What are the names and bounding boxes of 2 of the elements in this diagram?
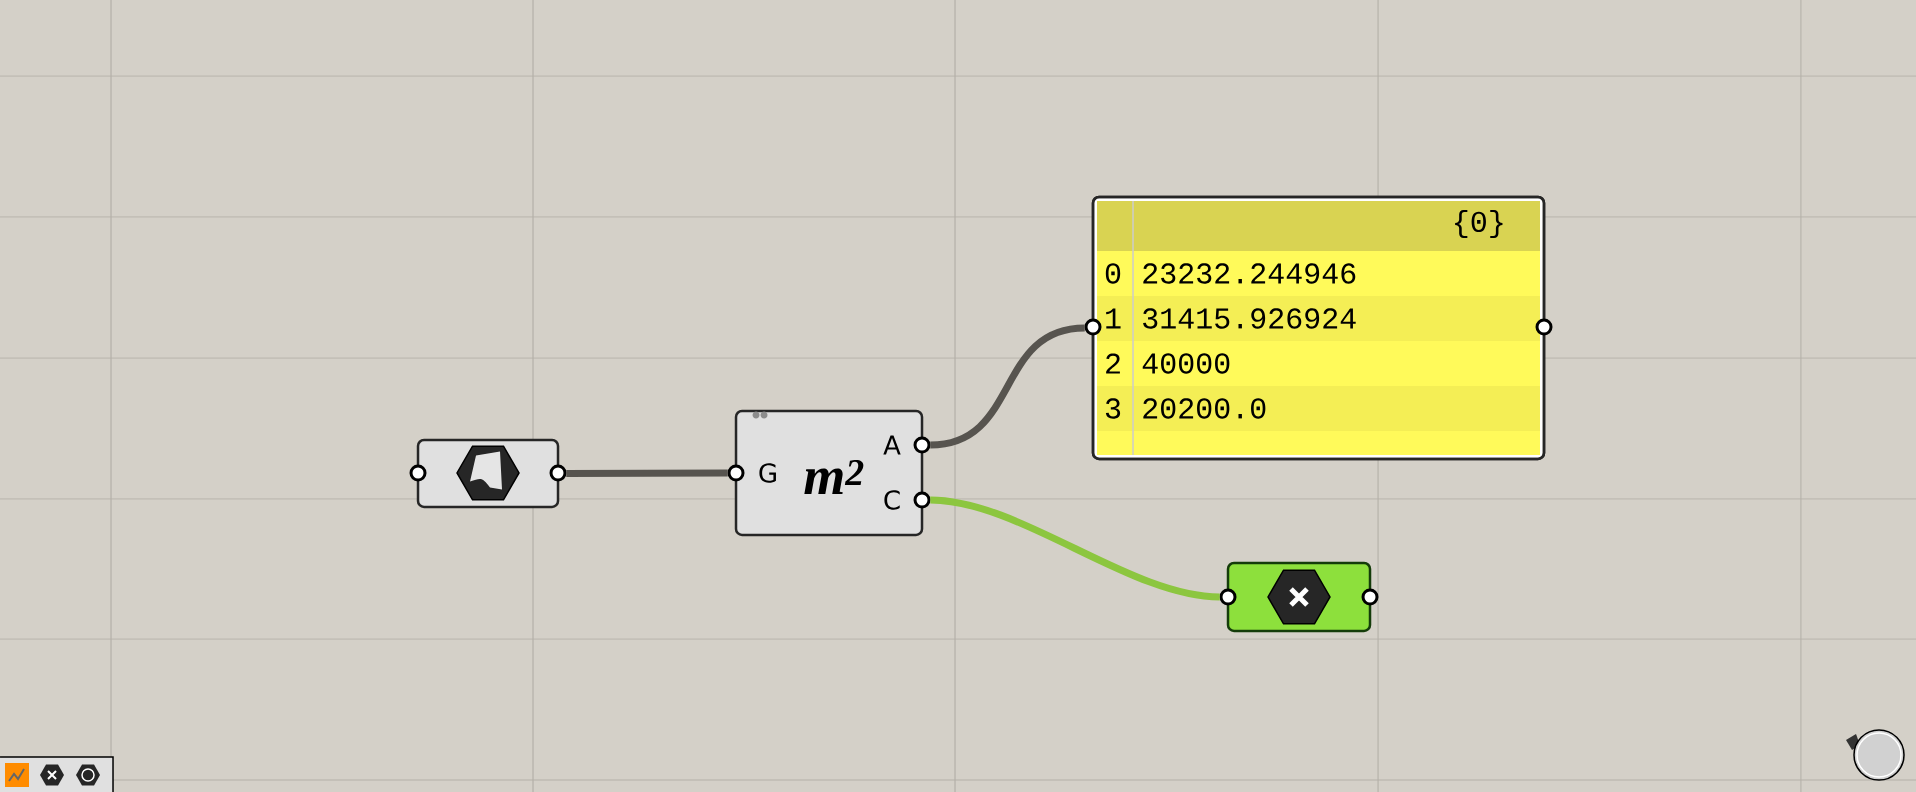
- wire: [929, 324, 1086, 449]
- wire: [929, 496, 1221, 601]
